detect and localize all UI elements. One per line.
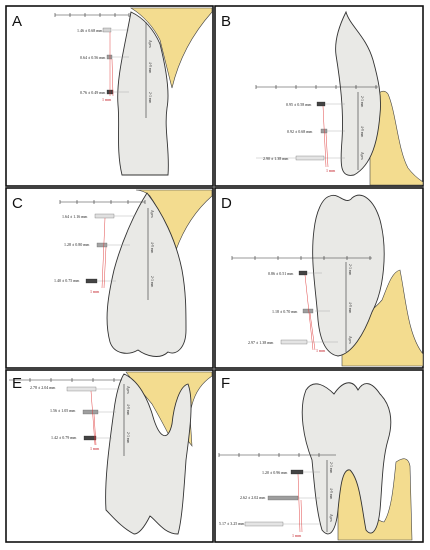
panel-a-measure-1: 1.46 ± 0.68 mm bbox=[77, 28, 103, 33]
panel-d-ruler bbox=[231, 256, 372, 260]
panel-b-axis-top: 2-3 mm bbox=[360, 96, 364, 107]
panel-d-measure-3: 2.97 ± 1.38 mm bbox=[248, 340, 274, 345]
panel-e: E Apex 4-9 mm 2-3 mm 2.78 ± 2.04 mm 1.56… bbox=[5, 369, 214, 543]
panel-c-bar-3 bbox=[85, 278, 98, 284]
panel-d-bar-1 bbox=[298, 270, 308, 276]
panel-e-bar-2 bbox=[82, 409, 99, 415]
panel-a-ruler bbox=[54, 13, 130, 17]
panel-f-axis-top: 2-3 mm bbox=[329, 462, 333, 473]
panel-a: A Apex 4-9 mm 2-3 mm 1.46 ± 0.68 mm 0.64… bbox=[5, 5, 214, 187]
panel-d-measure-2: 1.18 ± 0.70 mm bbox=[272, 309, 298, 314]
panel-a-one-mm: 1 mm bbox=[102, 97, 112, 102]
panel-c-measure-3: 1.40 ± 0.75 mm bbox=[54, 278, 80, 283]
panel-e-measure-2: 1.56 ± 1.05 mm bbox=[50, 408, 76, 413]
panel-b-frame bbox=[214, 5, 424, 187]
panel-a-frame bbox=[5, 5, 214, 187]
panel-d-axis-mid: 4-9 mm bbox=[348, 302, 352, 313]
panel-d-axis-apex: Apex bbox=[348, 336, 352, 344]
panel-f-bar-1 bbox=[290, 469, 304, 475]
panel-f-frame bbox=[214, 369, 424, 543]
panel-d-one-mm: 1 mm bbox=[316, 348, 326, 353]
panel-f-measure-1: 1.20 ± 0.96 mm bbox=[262, 470, 288, 475]
panel-b-axis-apex: Apex bbox=[360, 152, 364, 160]
panel-b: B 2-3 mm 4-9 mm Apex 0.95 ± 0.58 mm 0.92… bbox=[214, 5, 424, 187]
panel-d-bar-2 bbox=[302, 308, 314, 314]
panel-e-bar-3 bbox=[83, 435, 97, 441]
panel-a-bar-1 bbox=[102, 27, 112, 33]
panel-d-frame bbox=[214, 187, 424, 369]
panel-d-measure-1: 0.86 ± 0.51 mm bbox=[268, 271, 294, 276]
panel-e-tooth bbox=[105, 373, 192, 535]
panel-e-axis-low: 2-3 mm bbox=[126, 432, 130, 443]
panel-e-measure-1: 2.78 ± 2.04 mm bbox=[30, 385, 56, 390]
panel-f-measure-3: 5.17 ± 3.25 mm bbox=[219, 521, 245, 526]
panel-d-tooth bbox=[312, 194, 385, 357]
panel-f-ruler bbox=[218, 453, 336, 457]
panel-f-letter: F bbox=[221, 375, 230, 392]
panel-f-bar-3 bbox=[244, 521, 284, 527]
panel-e-axis-apex: Apex bbox=[126, 386, 130, 394]
panel-e-bar-1 bbox=[66, 386, 97, 392]
panel-c-letter: C bbox=[12, 195, 23, 212]
panel-f-axis-apex: Apex bbox=[329, 514, 333, 522]
panel-e-frame bbox=[5, 369, 214, 543]
panel-c-bar-2 bbox=[96, 242, 108, 248]
panel-e-ruler bbox=[9, 378, 122, 382]
panel-c-axis-low: 2-3 mm bbox=[150, 276, 154, 287]
panel-e-axis-mid: 4-9 mm bbox=[126, 404, 130, 415]
panel-f-axis-mid: 4-9 mm bbox=[329, 488, 333, 499]
panel-a-axis-mid: 4-9 mm bbox=[148, 62, 152, 73]
panel-d-letter: D bbox=[221, 195, 232, 212]
panel-f-tooth bbox=[301, 382, 392, 535]
panel-f-one-mm: 1 mm bbox=[292, 533, 302, 538]
panel-f-measure-2: 2.62 ± 2.02 mm bbox=[240, 495, 266, 500]
panel-c-bar-1 bbox=[94, 213, 115, 219]
panel-b-measure-1: 0.95 ± 0.58 mm bbox=[286, 102, 312, 107]
panel-c-measure-2: 1.28 ± 0.80 mm bbox=[64, 242, 90, 247]
panel-a-bone bbox=[129, 7, 213, 89]
panel-b-letter: B bbox=[221, 13, 231, 30]
panel-e-measure-3: 1.42 ± 0.79 mm bbox=[51, 435, 77, 440]
panel-c-measure-1: 1.64 ± 1.16 mm bbox=[62, 214, 88, 219]
panel-d: D 2-3 mm 4-9 mm Apex 0.86 ± 0.51 mm 1.18… bbox=[214, 187, 424, 369]
panel-a-letter: A bbox=[12, 13, 22, 30]
panel-b-measure-2: 0.92 ± 0.68 mm bbox=[287, 129, 313, 134]
panel-b-axis-mid: 4-9 mm bbox=[360, 126, 364, 137]
panel-b-measure-3: 2.90 ± 1.38 mm bbox=[263, 156, 289, 161]
panel-c-axis-mid: 4-9 mm bbox=[150, 242, 154, 253]
panel-a-axis-low: 2-3 mm bbox=[148, 92, 152, 103]
panel-c-frame bbox=[5, 187, 214, 369]
panel-c-tooth bbox=[106, 192, 187, 357]
panel-e-one-mm: 1 mm bbox=[90, 446, 100, 451]
panel-a-axis-apex: Apex bbox=[148, 40, 152, 48]
panel-c-ruler bbox=[59, 200, 146, 204]
panel-c-one-mm: 1 mm bbox=[90, 289, 100, 294]
panel-e-letter: E bbox=[12, 375, 22, 392]
panel-b-bar-3 bbox=[295, 155, 325, 161]
panel-a-measure-2: 0.64 ± 0.56 mm bbox=[80, 55, 106, 60]
panel-a-bar-2 bbox=[106, 54, 113, 60]
panel-b-bar-1 bbox=[316, 101, 326, 107]
panel-d-axis-top: 2-3 mm bbox=[348, 264, 352, 275]
panel-b-one-mm: 1 mm bbox=[326, 168, 336, 173]
panel-f-bar-2 bbox=[267, 495, 299, 501]
panel-b-ruler bbox=[255, 85, 378, 89]
panel-d-bar-3 bbox=[280, 339, 308, 345]
panel-c: C Apex 4-9 mm 2-3 mm 1.64 ± 1.16 mm 1.28… bbox=[5, 187, 214, 369]
panel-a-measure-3: 0.76 ± 0.49 mm bbox=[80, 90, 106, 95]
panel-c-axis-apex: Apex bbox=[150, 210, 154, 218]
panel-f: F 2-3 mm 4-9 mm Apex 1.20 ± 0.96 mm 2.62… bbox=[214, 369, 424, 543]
